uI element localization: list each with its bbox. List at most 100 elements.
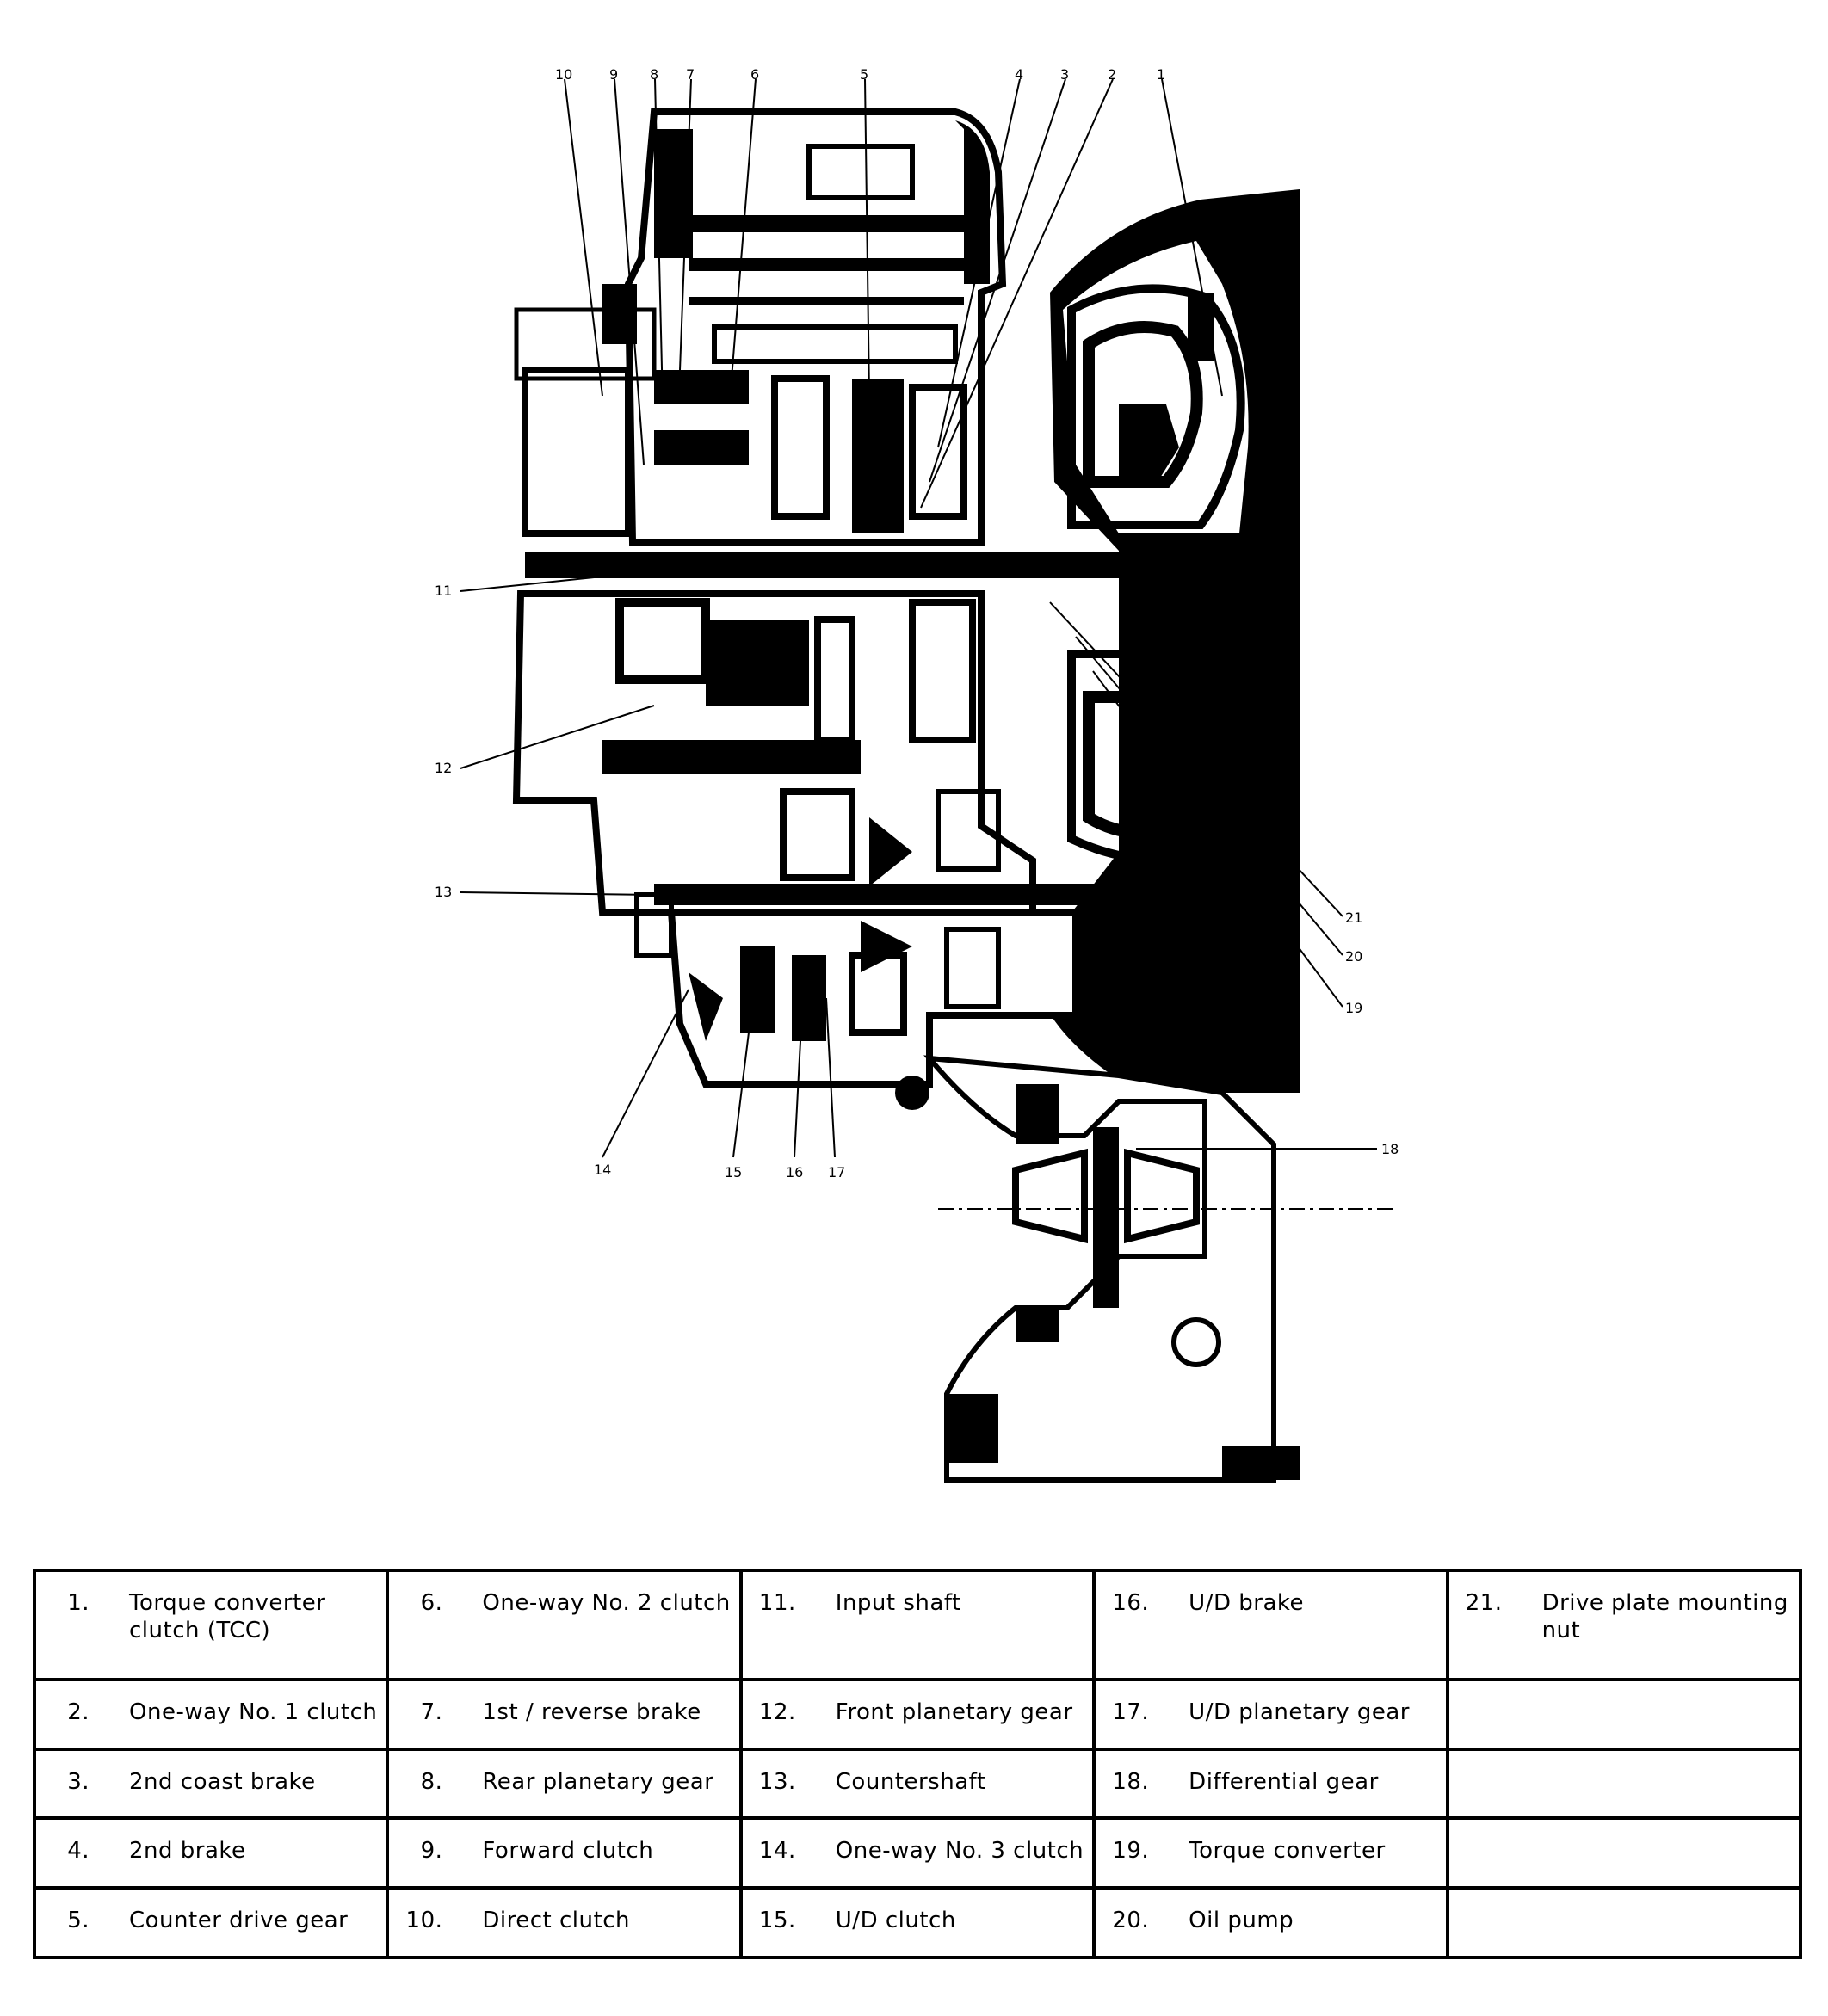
legend-cell	[1445, 1886, 1803, 1959]
leader-lines	[460, 78, 1377, 1158]
underdrive-section	[667, 909, 1079, 1088]
transaxle-cross-section-diagram: 10 9 8 7 6 5 4 3 2 1 11 12 13 21 20 19 1…	[435, 66, 1399, 1483]
callout-19: 19	[1345, 1000, 1362, 1016]
legend-item-number: 15.	[758, 1908, 796, 1934]
callout-2: 2	[1108, 66, 1116, 83]
callout-14: 14	[594, 1162, 611, 1178]
legend-item-number: 12.	[758, 1698, 796, 1725]
callout-5: 5	[860, 66, 868, 83]
legend-row: 4. 2nd brake 9. Forward clutch 14. One-way No…	[32, 1816, 1803, 1890]
legend-item-number: 17.	[1112, 1698, 1150, 1725]
legend-item-number: 8.	[420, 1768, 443, 1795]
legend-item-number: 4.	[67, 1838, 90, 1865]
legend-item-number: 14.	[758, 1838, 796, 1865]
legend-item-number: 16.	[1112, 1590, 1150, 1616]
callout-10: 10	[555, 66, 572, 83]
legend-cell: 8. Rear planetary gear	[386, 1747, 743, 1821]
legend-cell: 15. U/D clutch	[738, 1886, 1096, 1959]
legend-item-label: One-way No. 2 clutch	[482, 1590, 731, 1616]
callout-4: 4	[1015, 66, 1023, 83]
legend-item-number: 10.	[405, 1908, 443, 1934]
legend-item-number: 13.	[758, 1768, 796, 1795]
legend-item-number: 6.	[420, 1590, 443, 1616]
callout-11: 11	[435, 583, 452, 599]
callout-labels: 10 9 8 7 6 5 4 3 2 1 11 12 13 21 20 19 1…	[435, 66, 1399, 1181]
legend-cell: 2. One-way No. 1 clutch	[32, 1677, 390, 1751]
callout-9: 9	[609, 66, 618, 83]
legend-cell	[1445, 1677, 1803, 1751]
legend-cell: 1. Torque converter clutch (TCC)	[32, 1569, 390, 1681]
legend-item-label: Front planetary gear	[835, 1698, 1073, 1725]
legend-item-number: 11.	[758, 1590, 796, 1616]
legend-item-number: 1.	[67, 1590, 90, 1616]
legend-item-label: U/D planetary gear	[1189, 1698, 1410, 1725]
legend-item-number: 18.	[1112, 1768, 1150, 1795]
legend-item-number: 19.	[1112, 1838, 1150, 1865]
differential-gear	[895, 1055, 1394, 1483]
callout-18: 18	[1381, 1141, 1399, 1157]
legend-item-number: 7.	[420, 1698, 443, 1725]
legend-cell	[1445, 1747, 1803, 1821]
legend-item-label: Oil pump	[1189, 1908, 1294, 1934]
legend-cell: 17. U/D planetary gear	[1092, 1677, 1449, 1751]
legend-item-label: One-way No. 3 clutch	[835, 1838, 1084, 1865]
transmission-case-upper	[514, 108, 1007, 546]
legend-item-label: Rear planetary gear	[482, 1768, 714, 1795]
callout-20: 20	[1345, 948, 1362, 965]
callout-7: 7	[686, 66, 695, 83]
legend-cell: 11. Input shaft	[738, 1569, 1096, 1681]
callout-12: 12	[435, 760, 452, 776]
legend-item-label: U/D brake	[1189, 1590, 1304, 1616]
legend-item-label: Countershaft	[835, 1768, 986, 1795]
callout-3: 3	[1060, 66, 1069, 83]
component-legend-table: 1. Torque converter clutch (TCC) 6. One-way…	[32, 1569, 1803, 1959]
legend-cell: 4. 2nd brake	[32, 1816, 390, 1890]
legend-item-label: 2nd coast brake	[129, 1768, 316, 1795]
legend-cell: 18. Differential gear	[1092, 1747, 1449, 1821]
legend-cell: 13. Countershaft	[738, 1747, 1096, 1821]
torque-converter-lower	[1067, 650, 1249, 865]
legend-item-number: 9.	[420, 1838, 443, 1865]
legend-cell: 20. Oil pump	[1092, 1886, 1449, 1959]
legend-item-label: Forward clutch	[482, 1838, 654, 1865]
legend-cell	[1445, 1816, 1803, 1890]
callout-21: 21	[1345, 909, 1362, 926]
legend-item-label: U/D clutch	[835, 1908, 956, 1934]
legend-row: 2. One-way No. 1 clutch 7. 1st / reverse br…	[32, 1677, 1803, 1751]
callout-16: 16	[786, 1164, 803, 1181]
callout-15: 15	[725, 1164, 742, 1181]
callout-1: 1	[1157, 66, 1165, 83]
legend-row: 1. Torque converter clutch (TCC) 6. One-way…	[32, 1569, 1803, 1681]
legend-cell: 10. Direct clutch	[386, 1886, 743, 1959]
legend-item-label: Torque converter clutch (TCC)	[129, 1590, 326, 1643]
legend-item-label: 1st / reverse brake	[482, 1698, 701, 1725]
torque-converter-upper	[1067, 284, 1245, 529]
legend-item-number: 3.	[67, 1768, 90, 1795]
legend-cell: 21.Drive plate mounting nut	[1445, 1569, 1803, 1681]
legend-item-number: 20.	[1112, 1908, 1150, 1934]
legend-cell: 12. Front planetary gear	[738, 1677, 1096, 1751]
legend-item-label: One-way No. 1 clutch	[129, 1698, 378, 1725]
legend-cell: 3. 2nd coast brake	[32, 1747, 390, 1821]
legend-row: 5.Counter drive gear 10. Direct clutch 15. U…	[32, 1886, 1803, 1959]
legend-cell: 9. Forward clutch	[386, 1816, 743, 1890]
legend-item-label: Drive plate mounting nut	[1541, 1590, 1788, 1643]
legend-row: 3. 2nd coast brake 8. Rear planetary gear 13…	[32, 1747, 1803, 1821]
legend-item-label: Counter drive gear	[129, 1908, 349, 1934]
legend-item-label: Direct clutch	[482, 1908, 630, 1934]
legend-item-label: 2nd brake	[129, 1838, 246, 1865]
callout-17: 17	[828, 1164, 845, 1181]
callout-6: 6	[750, 66, 759, 83]
callout-8: 8	[650, 66, 658, 83]
legend-item-number: 2.	[67, 1698, 90, 1725]
input-shaft	[525, 533, 1274, 598]
legend-item-label: Torque converter	[1189, 1838, 1386, 1865]
legend-cell: 5.Counter drive gear	[32, 1886, 390, 1959]
legend-cell: 16. U/D brake	[1092, 1569, 1449, 1681]
transmission-case-lower	[512, 590, 1036, 916]
legend-cell: 14. One-way No. 3 clutch	[738, 1816, 1096, 1890]
legend-cell: 6. One-way No. 2 clutch	[386, 1569, 743, 1681]
legend-item-label: Differential gear	[1189, 1768, 1379, 1795]
legend-item-label: Input shaft	[835, 1590, 961, 1616]
legend-cell: 19. Torque converter	[1092, 1816, 1449, 1890]
